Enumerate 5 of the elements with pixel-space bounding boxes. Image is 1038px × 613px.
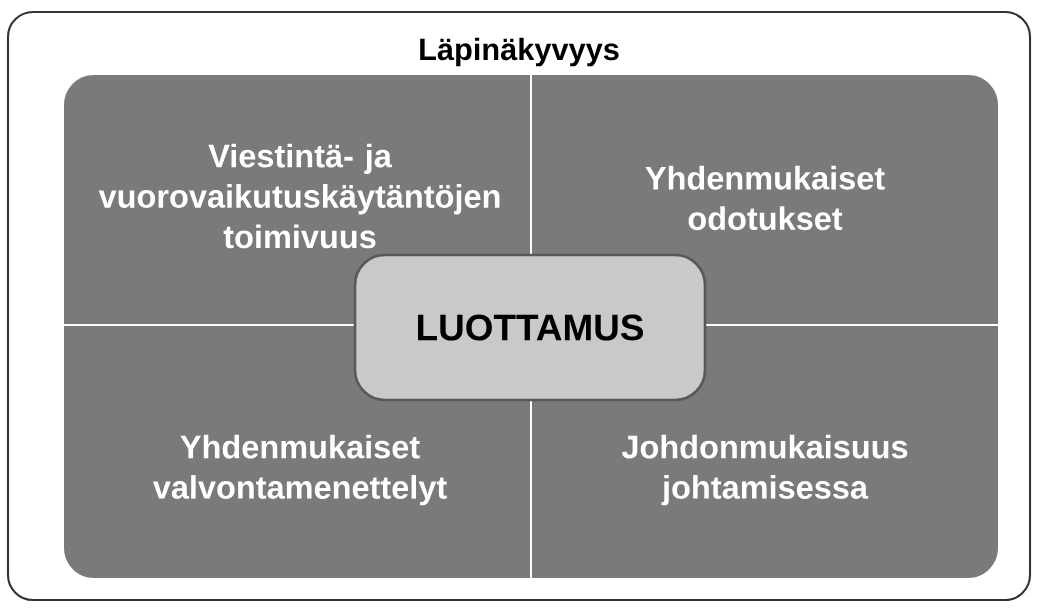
- node-label: Viestintä- ja vuorovaikutuskäytäntöjen toimivuus: [98, 143, 500, 249]
- center-box: LUOTTAMUS: [353, 253, 707, 402]
- node-label: Johdonmukaisuus johtamisessa: [621, 434, 908, 506]
- node-label: Yhdenmukaiset valvontamenettelyt: [152, 434, 447, 506]
- node-label: Yhdenmukaiset odotukset: [645, 165, 885, 231]
